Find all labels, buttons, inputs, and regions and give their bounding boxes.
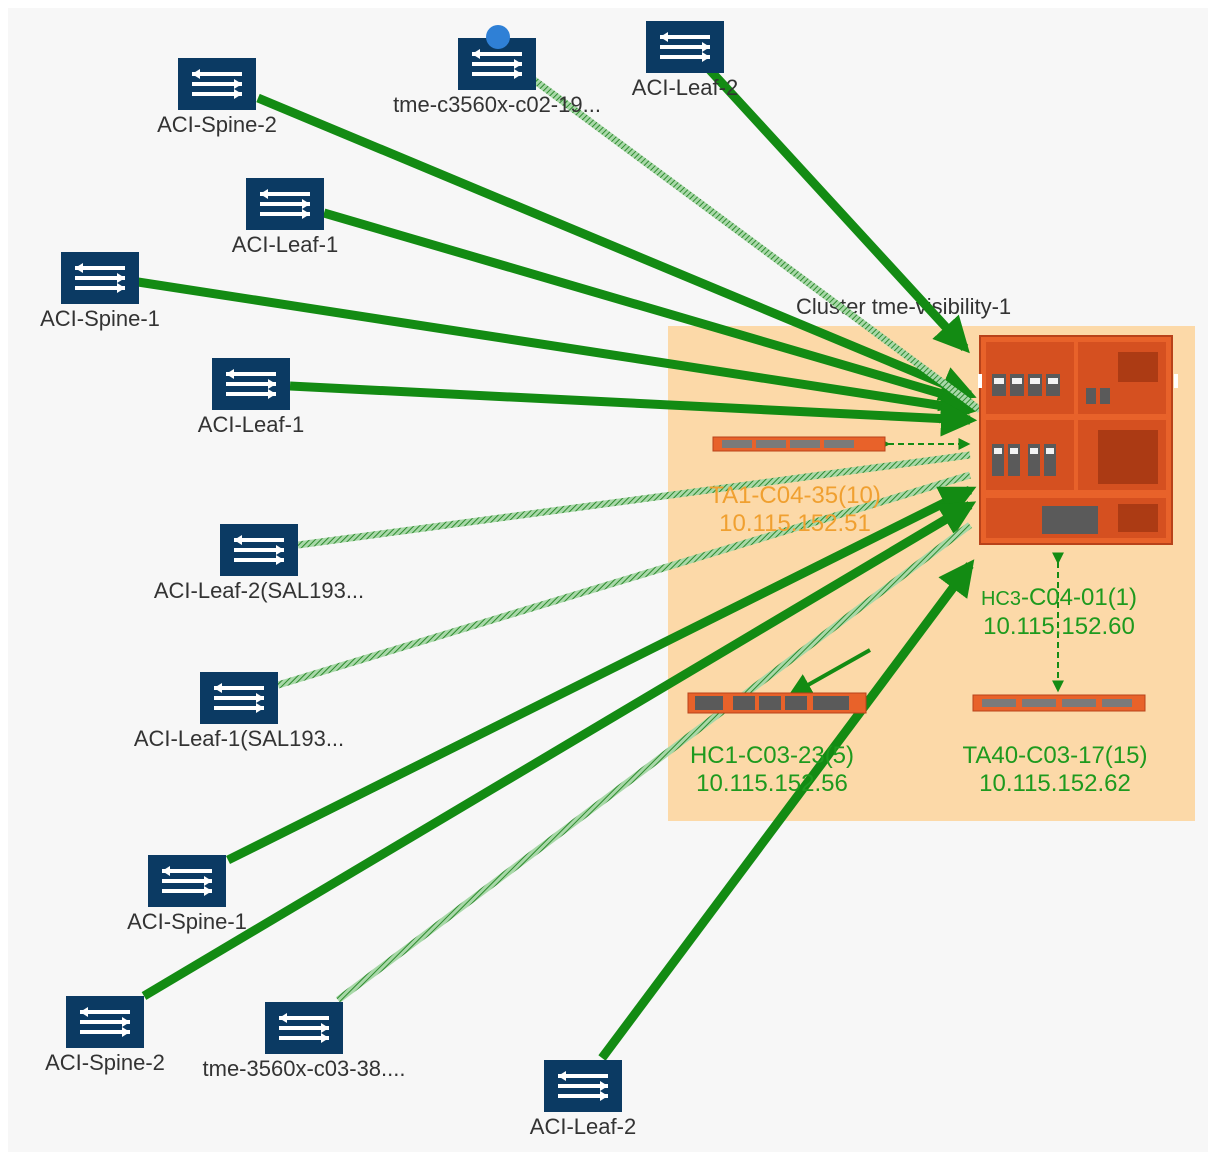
network-link — [704, 64, 970, 354]
hc1-appliance-icon[interactable] — [687, 692, 867, 714]
device-ip: 10.115.152.62 — [979, 770, 1131, 797]
switch-label: ACI-Leaf-1(SAL193... — [133, 726, 345, 751]
switch-node-aci-leaf-1-sal[interactable] — [200, 672, 278, 724]
device-name-rest: -C04-01(1) — [1020, 584, 1138, 611]
device-name: TA1-C04-35(10) — [709, 482, 881, 509]
switch-arrows-icon — [234, 535, 284, 565]
network-link — [322, 208, 977, 412]
switch-node-aci-spine-1-a[interactable] — [61, 252, 139, 304]
status-dot — [486, 25, 510, 49]
switch-label: tme-c3560x-c02-19... — [393, 92, 601, 117]
switch-label: tme-3560x-c03-38.... — [202, 1056, 406, 1081]
network-link — [289, 381, 978, 437]
network-link — [141, 501, 977, 1000]
hc3-device-label: HC3-C04-01(1) 10.115.152.60 — [981, 584, 1137, 641]
device-name: HC3-C04-01(1) — [981, 584, 1137, 613]
switch-label: ACI-Spine-1 — [40, 306, 160, 331]
network-link — [225, 485, 977, 865]
network-link — [297, 451, 971, 549]
switch-label: ACI-Leaf-2(SAL193... — [153, 578, 365, 603]
switch-arrows-icon — [192, 69, 242, 99]
network-link — [256, 93, 977, 401]
device-ip: 10.115.152.60 — [983, 613, 1135, 640]
switch-arrows-icon — [80, 1007, 130, 1037]
switch-label: ACI-Spine-1 — [127, 909, 247, 934]
switch-node-aci-leaf-2-top[interactable] — [646, 21, 724, 73]
switch-node-aci-leaf-1-a[interactable] — [246, 178, 324, 230]
switch-node-aci-spine-2-top[interactable] — [178, 58, 256, 110]
switch-arrows-icon — [558, 1071, 608, 1101]
switch-node-tme-3560x-c03[interactable] — [265, 1002, 343, 1054]
hc3-chassis-icon[interactable] — [978, 334, 1178, 546]
switch-node-aci-spine-2-b[interactable] — [66, 996, 144, 1048]
switch-arrows-icon — [279, 1013, 329, 1043]
device-name-prefix: HC3 — [980, 588, 1021, 610]
switch-arrows-icon — [162, 866, 212, 896]
device-name: TA40-C03-17(15) — [962, 742, 1148, 769]
switch-node-aci-leaf-2-bottom[interactable] — [544, 1060, 622, 1112]
ta40-device-label: TA40-C03-17(15) 10.115.152.62 — [963, 742, 1148, 798]
device-ip: 10.115.152.56 — [696, 770, 848, 797]
switch-label: ACI-Leaf-1 — [231, 232, 339, 257]
cluster-internal-link — [787, 648, 871, 697]
switch-node-aci-leaf-2-sal[interactable] — [220, 524, 298, 576]
network-link — [276, 471, 972, 689]
switch-label: ACI-Spine-2 — [157, 112, 277, 137]
switch-node-aci-spine-1-b[interactable] — [148, 855, 226, 907]
network-link — [598, 559, 975, 1061]
network-link — [137, 277, 978, 424]
switch-arrows-icon — [214, 683, 264, 713]
switch-arrows-icon — [472, 49, 522, 79]
switch-arrows-icon — [226, 369, 276, 399]
switch-label: ACI-Leaf-2 — [529, 1114, 637, 1139]
network-link — [335, 522, 973, 1003]
ta1-appliance-icon[interactable] — [712, 436, 886, 452]
switch-arrows-icon — [75, 263, 125, 293]
hc1-device-label: HC1-C03-23(5) 10.115.152.56 — [690, 742, 854, 798]
switch-label: ACI-Leaf-2 — [631, 75, 739, 100]
switch-node-aci-leaf-1-b[interactable] — [212, 358, 290, 410]
device-ip: 10.115.152.51 — [719, 510, 871, 537]
switch-arrows-icon — [260, 189, 310, 219]
switch-label: ACI-Leaf-1 — [197, 412, 305, 437]
switch-node-tme-c3560x-c02[interactable] — [458, 38, 536, 90]
switch-arrows-icon — [660, 32, 710, 62]
ta1-device-label: TA1-C04-35(10) 10.115.152.51 — [709, 482, 881, 538]
switch-label: ACI-Spine-2 — [45, 1050, 165, 1075]
device-name: HC1-C03-23(5) — [689, 742, 855, 769]
network-link — [531, 77, 983, 413]
ta40-appliance-icon[interactable] — [972, 694, 1146, 712]
